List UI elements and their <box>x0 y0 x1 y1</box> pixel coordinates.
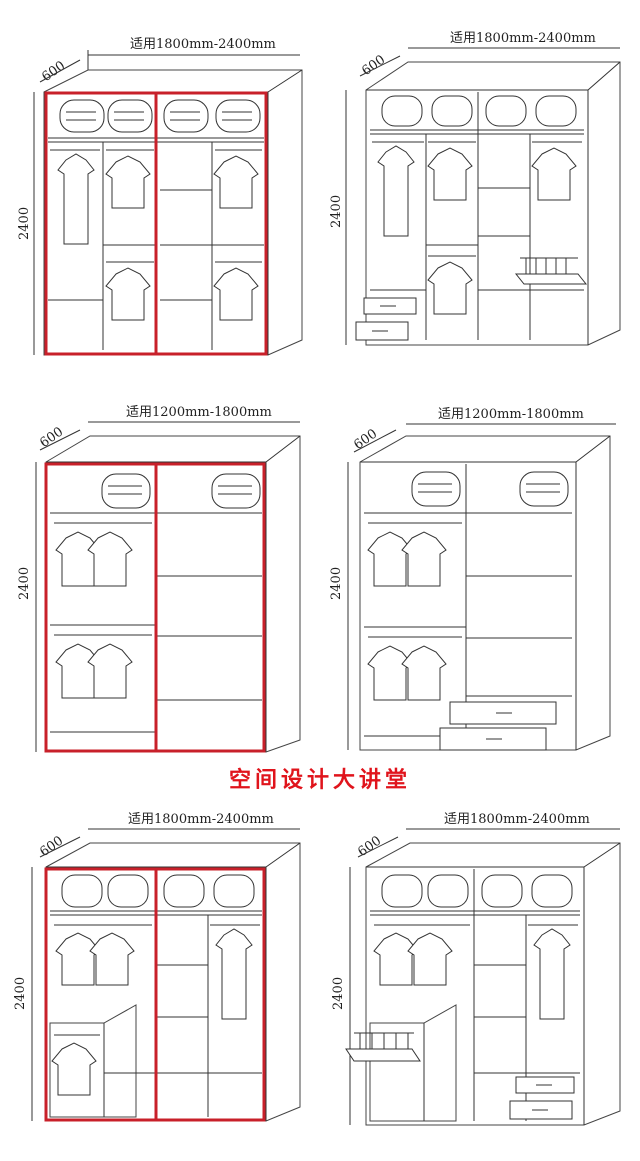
width-label: 适用1800mm-2400mm <box>444 812 590 827</box>
shirt-on-hanger-icon <box>54 522 152 699</box>
drawer-icon <box>509 1076 575 1120</box>
wardrobe-panel-1: 适用1800mm-2400mm 600 2400 <box>0 0 320 380</box>
width-label: 适用1200mm-1800mm <box>438 407 584 422</box>
wardrobe-drawing-2: 适用1800mm-2400mm 600 2400 <box>329 31 621 346</box>
folded-blanket-icon <box>381 95 577 127</box>
long-coat-on-hanger-icon <box>372 141 424 237</box>
long-coat-on-hanger-icon <box>50 149 100 245</box>
shirt-on-hanger-icon <box>51 924 152 1096</box>
long-coat-on-hanger-icon <box>528 924 578 1020</box>
wardrobe-panel-4: 适用1200mm-1800mm 600 2400 <box>320 380 640 760</box>
shirt-on-hanger-icon <box>427 141 582 315</box>
height-label: 2400 <box>329 195 344 228</box>
folded-blanket-icon <box>381 874 573 908</box>
wardrobe-panel-2: 适用1800mm-2400mm 600 2400 <box>320 0 640 380</box>
height-label: 2400 <box>329 567 344 600</box>
folded-blanket-icon <box>101 473 261 509</box>
width-label: 适用1800mm-2400mm <box>450 31 596 46</box>
height-label: 2400 <box>13 977 28 1010</box>
door-highlight-right <box>154 867 266 1122</box>
width-label: 适用1200mm-1800mm <box>126 405 272 420</box>
height-label: 2400 <box>17 567 32 600</box>
wardrobe-panel-3: 适用1200mm-1800mm 600 2400 <box>0 380 320 760</box>
door-highlight-right <box>154 462 266 753</box>
wardrobe-drawing-3: 适用1200mm-1800mm 600 2400 <box>17 405 301 753</box>
depth-label: 600 <box>37 425 66 452</box>
depth-label: 600 <box>39 59 68 86</box>
drawer-icon <box>439 701 557 751</box>
wardrobe-drawing-6: 适用1800mm-2400mm 600 2400 <box>331 812 621 1126</box>
wardrobe-drawing-5: 适用1800mm-2400mm 600 2400 <box>13 812 301 1122</box>
wardrobe-drawing-1: 适用1800mm-2400mm 600 2400 <box>17 37 303 356</box>
width-label: 适用1800mm-2400mm <box>130 37 276 52</box>
long-coat-on-hanger-icon <box>210 924 260 1020</box>
wardrobe-panel-6: 适用1800mm-2400mm 600 2400 <box>320 795 640 1161</box>
height-label: 2400 <box>331 977 346 1010</box>
door-highlight-right <box>154 91 268 356</box>
wardrobe-panel-5: 适用1800mm-2400mm 600 2400 <box>0 795 320 1161</box>
width-label: 适用1800mm-2400mm <box>128 812 274 827</box>
shirt-on-hanger-icon <box>367 522 462 701</box>
folded-blanket-icon <box>411 471 569 507</box>
shirt-on-hanger-icon <box>105 149 262 321</box>
watermark-banner: 空间设计大讲堂 <box>228 768 411 793</box>
pull-out-rack-icon <box>514 257 588 285</box>
wardrobe-drawing-4: 适用1200mm-1800mm 600 2400 <box>329 407 616 751</box>
shirt-on-hanger-icon <box>373 924 470 986</box>
folded-blanket-icon <box>61 874 255 908</box>
pull-out-rack-icon <box>345 1032 421 1062</box>
depth-label: 600 <box>351 427 380 454</box>
drawer-icon <box>355 297 417 341</box>
depth-label: 600 <box>359 53 388 80</box>
folded-blanket-icon <box>59 99 261 133</box>
height-label: 2400 <box>17 207 32 240</box>
